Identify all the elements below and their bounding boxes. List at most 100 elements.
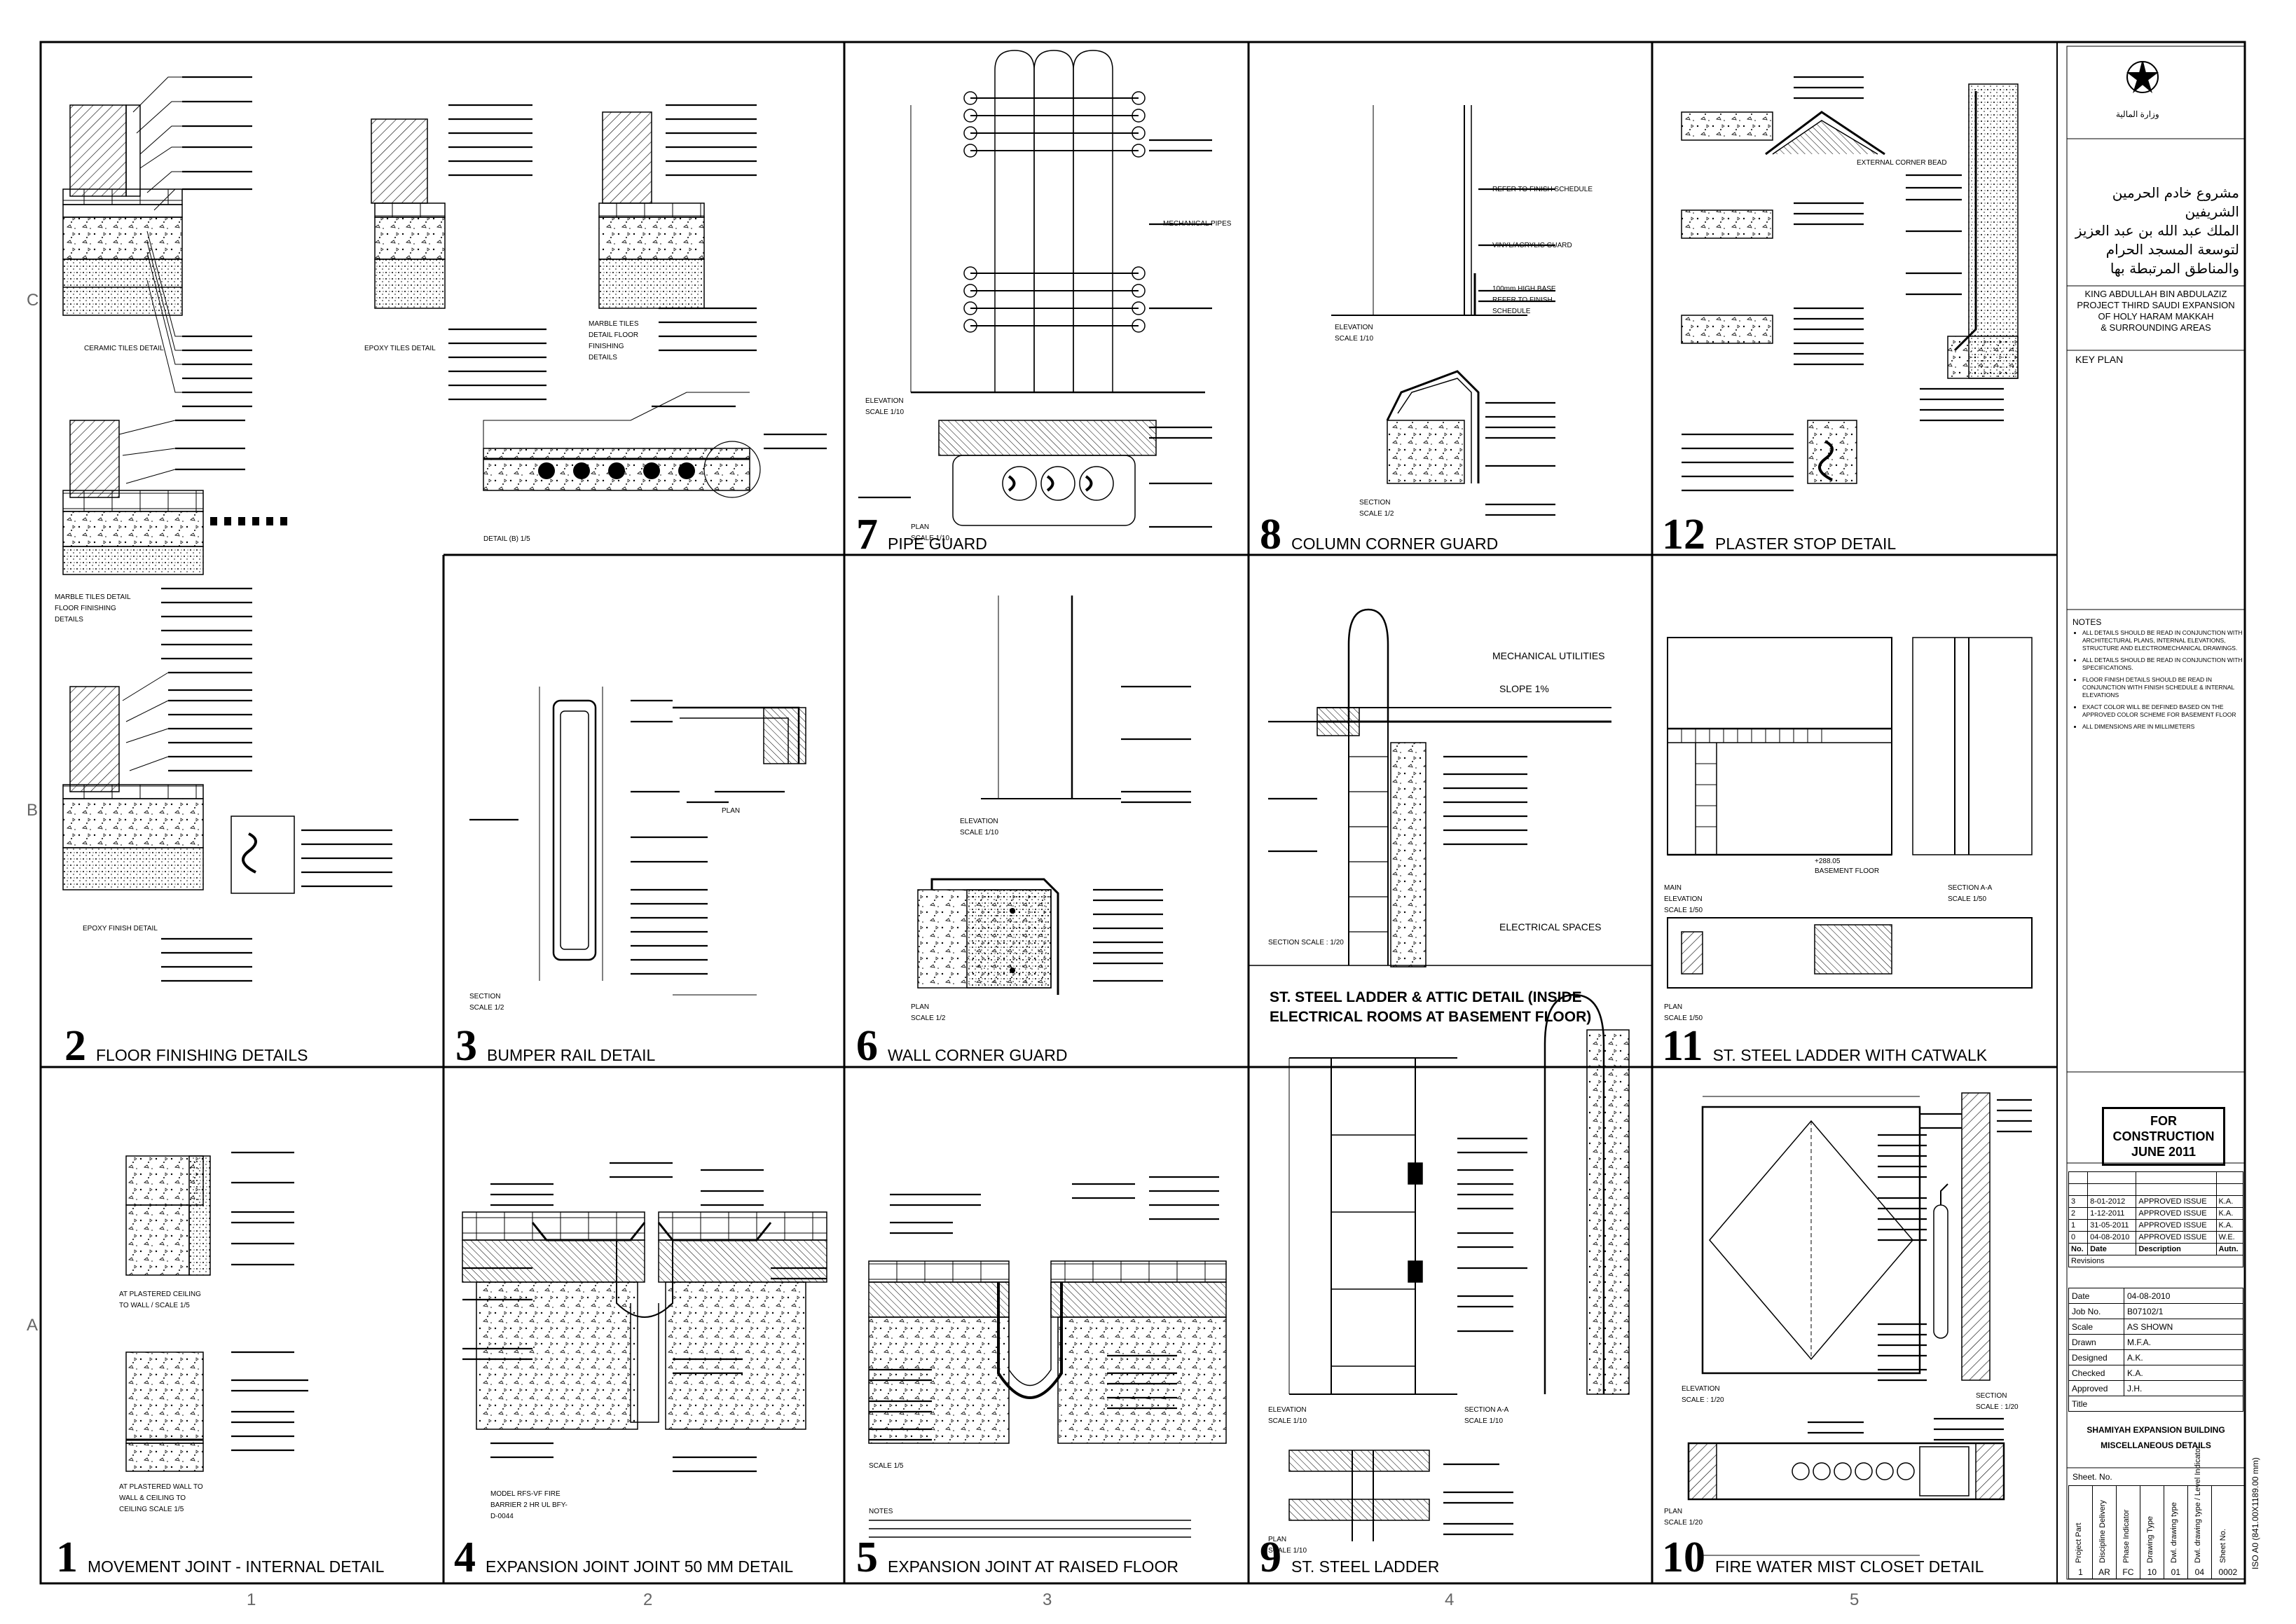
- info-row: Job No.B07102/1: [2068, 1303, 2243, 1319]
- rev-auth: [2215, 1171, 2244, 1184]
- rev-date: 31-05-2011: [2087, 1219, 2137, 1232]
- info-label: Date: [2068, 1288, 2124, 1304]
- panel-title-9: 9 ST. STEEL LADDER: [1260, 1536, 1439, 1579]
- title-label: Title: [2068, 1396, 2243, 1412]
- label-pipe-plan: PLAN SCALE 1/10: [911, 523, 950, 542]
- sheet-col-label: Sheet No.: [2218, 1529, 2227, 1563]
- notes-list: ALL DETAILS SHOULD BE READ IN CONJUNCTIO…: [2071, 629, 2248, 735]
- steel-ladder-drawing: [1288, 993, 1630, 1541]
- key-plan-label: KEY PLAN: [2075, 354, 2124, 365]
- fire-water-mist-closet-drawing: [1687, 1092, 2032, 1556]
- grid-col-1: 1: [247, 1590, 256, 1609]
- sheet-col: Dwl. drawing type 01: [2164, 1486, 2188, 1578]
- rev-header: Description: [2136, 1243, 2217, 1255]
- label-p10-section: SECTION SCALE : 1/20: [1976, 1392, 2019, 1411]
- revision-row: [2068, 1171, 2244, 1184]
- info-label: Checked: [2068, 1365, 2124, 1381]
- movement-joint-drawing: [125, 1151, 308, 1472]
- sheet-col-value: 01: [2171, 1567, 2181, 1577]
- floor-finishing-drawing: [62, 76, 827, 982]
- stamp-line: FOR CONSTRUCTION: [2112, 1114, 2215, 1143]
- label-pipe-elev: ELEVATION SCALE 1/10: [865, 397, 905, 416]
- rev-no: 2: [2068, 1207, 2089, 1220]
- sheet-col-value: FC: [2122, 1567, 2134, 1577]
- sheet-col-value: 0002: [2218, 1567, 2238, 1577]
- panel-title-2: 2 FLOOR FINISHING DETAILS: [64, 1024, 308, 1068]
- rev-no: [2068, 1171, 2089, 1184]
- label-p11-section: SECTION A-A SCALE 1/50: [1948, 884, 1992, 903]
- rev-date: [2087, 1171, 2137, 1184]
- title-line: MISCELLANEOUS DETAILS: [2101, 1440, 2211, 1450]
- note-item: ALL DETAILS SHOULD BE READ IN CONJUNCTIO…: [2082, 656, 2248, 672]
- sheet-number-grid: Project Part 1 Discipline Delivery AR Ph…: [2068, 1445, 2245, 1579]
- grid-row-c: C: [27, 291, 39, 310]
- sheet-col-value: AR: [2098, 1567, 2110, 1577]
- revisions-label-row: Revisions: [2068, 1255, 2243, 1267]
- label-p5-notes: NOTES: [869, 1508, 893, 1515]
- label-p11-plan: PLAN SCALE 1/50: [1664, 1003, 1703, 1022]
- sheet-col-label: Dwl. drawing type / Level Indicator: [2193, 1445, 2202, 1563]
- label-p8-refer: REFER TO FINISH SCHEDULE: [1492, 186, 1593, 193]
- panel-number: 10: [1662, 1534, 1705, 1581]
- label-p1-wall: AT PLASTERED WALL TO WALL & CEILING TO C…: [119, 1483, 203, 1513]
- panel-title-text: PIPE GUARD: [888, 535, 987, 553]
- info-value: M.F.A.: [2124, 1334, 2243, 1350]
- panel-title-8: 8 COLUMN CORNER GUARD: [1260, 511, 1498, 558]
- label-p9-elev: ELEVATION SCALE 1/10: [1268, 1406, 1307, 1425]
- label-p11-elev: MAIN ELEVATION SCALE 1/50: [1664, 884, 1703, 914]
- panel-number: 1: [56, 1534, 78, 1581]
- rev-desc: APPROVED ISSUE: [2136, 1219, 2217, 1232]
- panel-number: 4: [454, 1534, 476, 1581]
- label-p5-scale: SCALE 1/5: [869, 1462, 904, 1470]
- grid-row-b: B: [27, 801, 39, 820]
- label-p10-plan: PLAN SCALE 1/20: [1664, 1508, 1703, 1527]
- note-item: ALL DETAILS SHOULD BE READ IN CONJUNCTIO…: [2082, 629, 2248, 652]
- panel-title-text: PLASTER STOP DETAIL: [1715, 535, 1897, 553]
- rev-date: 1-12-2011: [2087, 1207, 2137, 1220]
- rev-no: 1: [2068, 1219, 2089, 1232]
- panel-title-10: 10 FIRE WATER MIST CLOSET DETAIL: [1662, 1534, 1984, 1581]
- rev-no: [2068, 1183, 2089, 1196]
- rev-auth: K.A.: [2215, 1219, 2244, 1232]
- label-epoxy-b: EPOXY FINISH DETAIL: [83, 925, 158, 933]
- label-p3-section: SECTION SCALE 1/2: [469, 993, 504, 1012]
- sheet-col-label: Discipline Delivery: [2098, 1500, 2107, 1563]
- rev-auth: W.E.: [2215, 1231, 2244, 1244]
- rev-date: [2087, 1183, 2137, 1196]
- rev-header: Date: [2087, 1243, 2137, 1255]
- rev-desc: [2136, 1171, 2217, 1184]
- arabic-line: مشروع خادم الحرمين الشريفين: [2112, 184, 2239, 220]
- panel-title-text: ST. STEEL LADDER WITH CATWALK: [1712, 1046, 1988, 1064]
- grid-col-3: 3: [1043, 1590, 1052, 1609]
- label-p8-elev: ELEVATION SCALE 1/10: [1335, 324, 1374, 343]
- attic-detail-drawing: [1268, 608, 1611, 968]
- info-value: A.K.: [2124, 1349, 2243, 1365]
- panel-number: 8: [1260, 511, 1281, 558]
- arabic-line: الملك عبد الله بن عبد العزيز: [2075, 222, 2239, 239]
- label-p8-vinyl: VINYL/ACRYLIC GUARD: [1492, 242, 1572, 249]
- info-label: Approved: [2068, 1380, 2124, 1396]
- sheet-col-value: 10: [2147, 1567, 2157, 1577]
- label-mech-pipes: MECHANICAL PIPES: [1163, 220, 1232, 228]
- panel-title-text: FIRE WATER MIST CLOSET DETAIL: [1715, 1557, 1984, 1576]
- arabic-line: والمناطق المرتبطة بها: [2110, 260, 2239, 277]
- label-p4-model: MODEL RFS-VF FIRE BARRIER 2 HR UL BFY-D-…: [490, 1490, 568, 1520]
- panel-title-text: EXPANSION JOINT JOINT 50 MM DETAIL: [486, 1557, 794, 1576]
- info-label: Scale: [2068, 1319, 2124, 1335]
- panel-title-text: MOVEMENT JOINT - INTERNAL DETAIL: [88, 1557, 385, 1576]
- project-line: & SURROUNDING AREAS: [2101, 322, 2211, 333]
- info-label: Designed: [2068, 1349, 2124, 1365]
- rev-auth: [2215, 1183, 2244, 1196]
- label-p10-elev: ELEVATION SCALE : 1/20: [1682, 1385, 1724, 1404]
- grid-row-a: A: [27, 1316, 39, 1335]
- grid-col-4: 4: [1445, 1590, 1455, 1609]
- rev-no: 0: [2068, 1231, 2089, 1244]
- label-p12-corner: EXTERNAL CORNER BEAD: [1857, 159, 1947, 167]
- panel-number: 6: [856, 1022, 878, 1070]
